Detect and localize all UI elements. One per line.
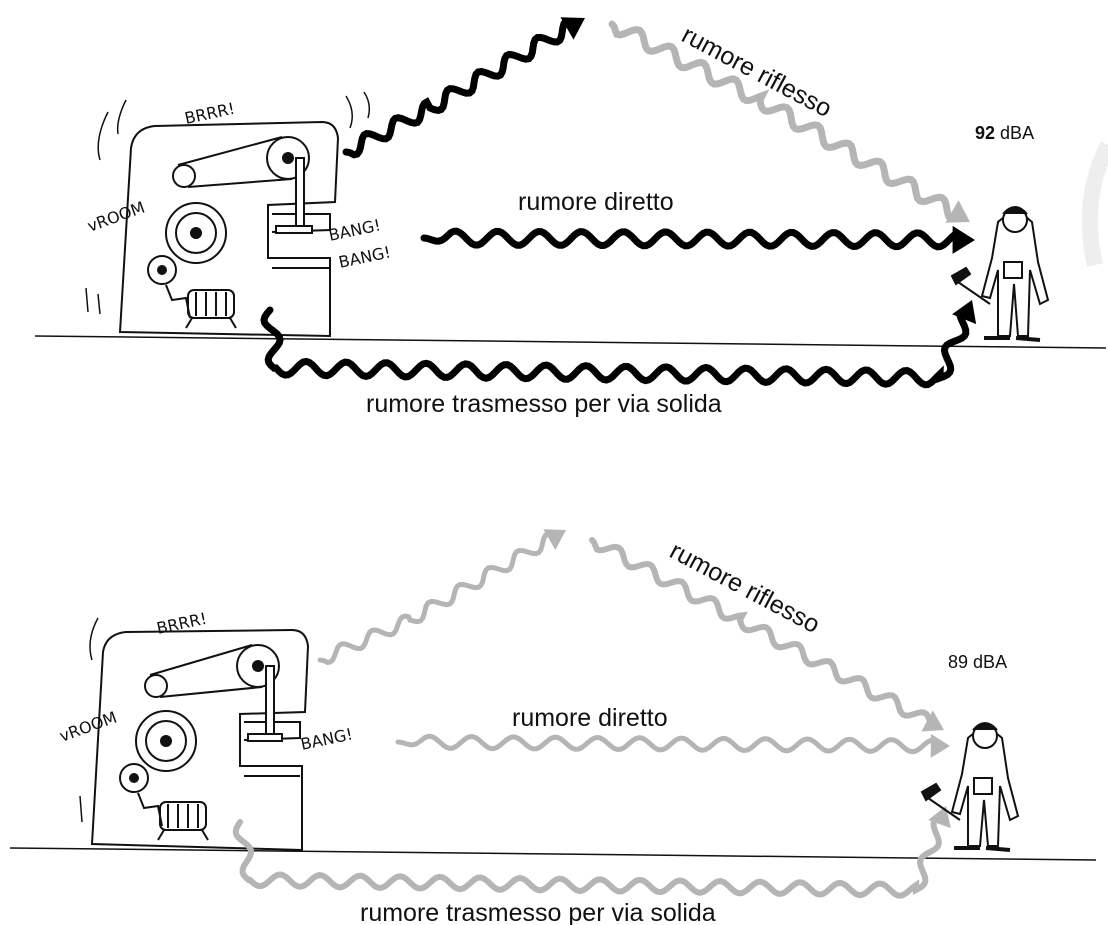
sound-level-unit: dBA (1000, 123, 1034, 143)
arrowhead-reflected (945, 200, 970, 223)
panel-top: BRRR! vROOM BANG! BANG! rumore riflesso … (34, 17, 1107, 418)
arrowhead-solid (952, 300, 977, 325)
arrowhead-reflected (921, 710, 944, 732)
watermark-arc (1081, 141, 1108, 267)
label-solid-noise: rumore trasmesso per via solida (360, 899, 716, 925)
reflected-noise-path (608, 20, 955, 223)
bang-text-2: BANG! (337, 242, 393, 272)
structure-borne-noise-path (232, 816, 942, 899)
label-solid-noise: rumore trasmesso per via solida (366, 390, 722, 418)
sound-level-readout: 92 dBA (975, 123, 1034, 143)
sound-level-readout: 89 dBA (948, 652, 1007, 672)
airborne-path-up (342, 17, 570, 159)
panel-bottom: BRRR! vROOM BANG! rumore riflesso rumore… (9, 529, 1097, 925)
vroom-text: vROOM (85, 198, 147, 236)
arrowhead-direct (952, 225, 975, 254)
airborne-path-up (317, 531, 552, 666)
worker-icon (920, 722, 1020, 852)
vroom-text: vROOM (57, 708, 119, 746)
arrowhead-direct (930, 733, 950, 758)
arrowhead-up (543, 529, 566, 550)
machine-icon (118, 120, 340, 338)
label-direct-noise: rumore diretto (518, 188, 674, 216)
sound-level-value: 92 (975, 123, 995, 143)
bang-text-1: BANG! (327, 215, 383, 245)
direct-noise-path (420, 227, 959, 251)
arrowhead-solid (928, 806, 951, 829)
arrowhead-up (560, 17, 585, 40)
bang-text-1: BANG! (299, 724, 355, 754)
reflected-noise-path (589, 537, 933, 725)
brrr-text: BRRR! (155, 609, 209, 638)
machine-icon (90, 628, 310, 852)
label-direct-noise: rumore diretto (512, 704, 668, 732)
sound-level-value: 89 (948, 652, 968, 672)
floor-line (9, 847, 1097, 861)
sound-level-unit: dBA (973, 652, 1007, 672)
direct-noise-path (395, 733, 936, 755)
structure-borne-noise-path (260, 306, 970, 389)
vibration-marks (85, 91, 371, 315)
floor-line (34, 335, 1107, 349)
worker-icon (950, 206, 1050, 342)
label-reflected-noise: rumore riflesso (677, 21, 836, 123)
vibration-marks (79, 617, 99, 823)
